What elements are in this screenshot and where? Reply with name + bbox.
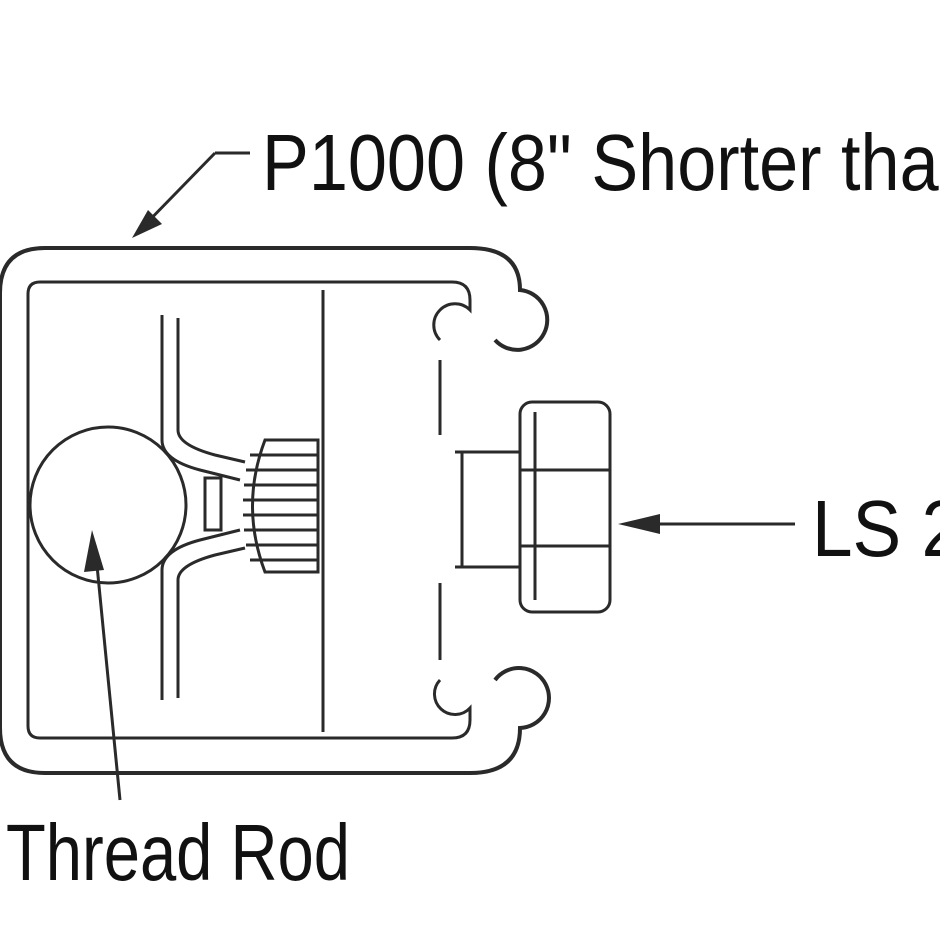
thread-rod-section (28, 425, 188, 585)
bolt-shank (455, 450, 520, 569)
channel-leader (132, 151, 250, 238)
bolt-leader (618, 514, 795, 534)
bolt-head (518, 400, 612, 614)
channel-outer-profile (0, 246, 551, 775)
threaded-nut (243, 438, 320, 574)
bolt-label: LS 2 (812, 484, 940, 573)
rod-label: Thread Rod (6, 808, 350, 897)
channel-inner-profile (26, 280, 472, 740)
rod-leader (84, 530, 122, 801)
channel-label: P1000 (8" Shorter thar (262, 118, 940, 207)
